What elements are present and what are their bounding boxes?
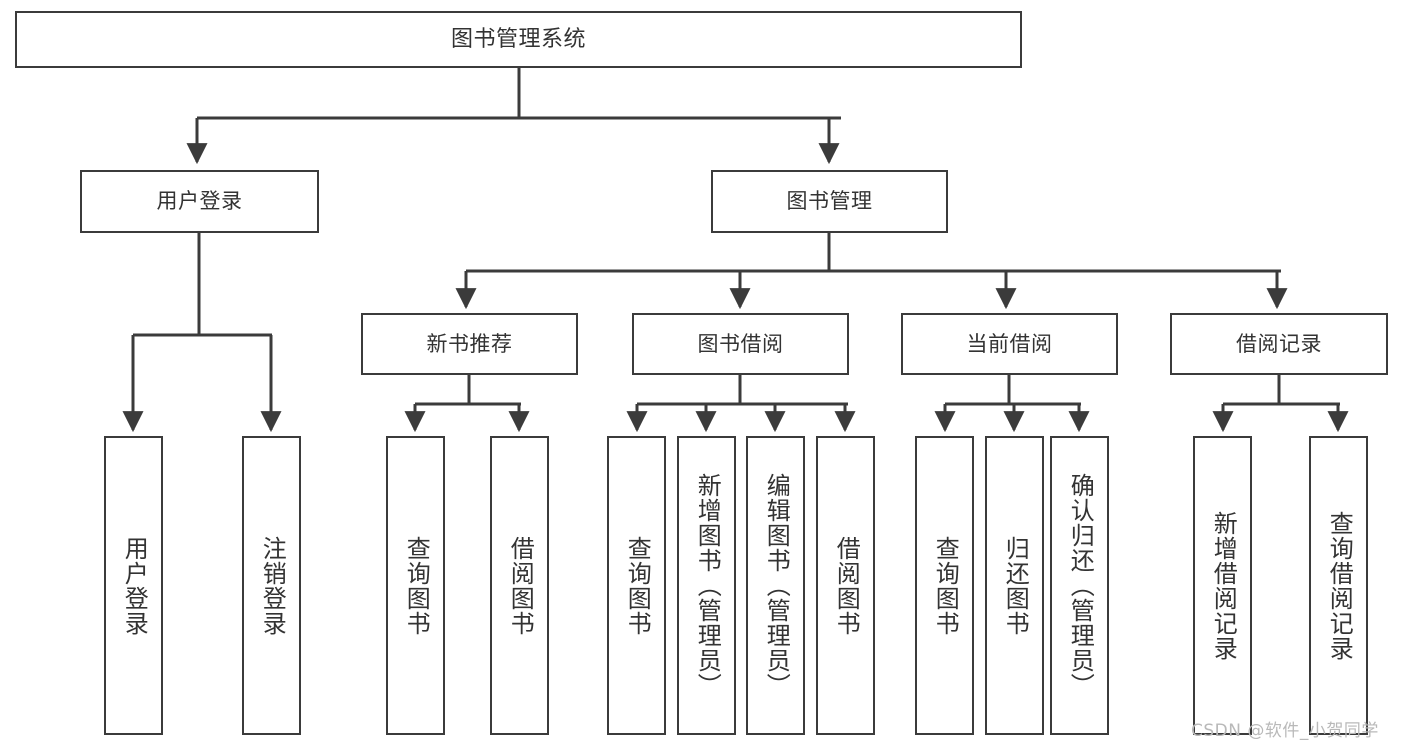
leaf-add-book-admin[interactable]: 新增图书（管理员） — [677, 436, 736, 735]
node-book-management[interactable]: 图书管理 — [711, 170, 948, 233]
node-label: 查询图书 — [931, 535, 960, 636]
node-label: 查询图书 — [623, 535, 652, 636]
node-label: 新书推荐 — [426, 331, 513, 356]
node-label: 借阅记录 — [1236, 331, 1322, 356]
node-label: 当前借阅 — [966, 331, 1053, 356]
leaf-query-book-borrow[interactable]: 查询图书 — [607, 436, 666, 735]
leaf-user-login[interactable]: 用户登录 — [104, 436, 163, 735]
node-current-borrow[interactable]: 当前借阅 — [901, 313, 1118, 375]
node-label: 用户登录 — [156, 189, 243, 214]
leaf-query-borrow-record[interactable]: 查询借阅记录 — [1309, 436, 1368, 735]
node-label: 归还图书 — [1001, 535, 1030, 636]
leaf-query-book-current[interactable]: 查询图书 — [915, 436, 974, 735]
node-label: 图书借阅 — [697, 331, 784, 356]
leaf-logout[interactable]: 注销登录 — [242, 436, 301, 735]
node-user-login[interactable]: 用户登录 — [80, 170, 319, 233]
leaf-borrow-book[interactable]: 借阅图书 — [816, 436, 875, 735]
leaf-return-book[interactable]: 归还图书 — [985, 436, 1044, 735]
leaf-borrow-book-recommendation[interactable]: 借阅图书 — [490, 436, 549, 735]
node-root-book-management-system[interactable]: 图书管理系统 — [15, 11, 1022, 68]
node-label: 编辑图书（管理员） — [762, 473, 791, 698]
watermark-csdn: CSDN @软件_小贺同学 — [1191, 721, 1379, 741]
leaf-query-book-recommendation[interactable]: 查询图书 — [386, 436, 445, 735]
node-label: 确认归还（管理员） — [1066, 473, 1095, 698]
node-label: 图书管理系统 — [450, 26, 586, 52]
node-label: 借阅图书 — [832, 535, 861, 636]
node-label: 用户登录 — [120, 535, 149, 636]
node-book-borrow[interactable]: 图书借阅 — [632, 313, 849, 375]
node-label: 新增图书（管理员） — [693, 473, 722, 698]
node-label: 查询借阅记录 — [1325, 510, 1354, 661]
node-new-book-recommendation[interactable]: 新书推荐 — [361, 313, 578, 375]
node-label: 注销登录 — [258, 535, 287, 636]
leaf-edit-book-admin[interactable]: 编辑图书（管理员） — [746, 436, 805, 735]
leaf-add-borrow-record[interactable]: 新增借阅记录 — [1193, 436, 1252, 735]
node-borrow-record[interactable]: 借阅记录 — [1170, 313, 1388, 375]
node-label: 新增借阅记录 — [1209, 510, 1238, 661]
leaf-confirm-return-admin[interactable]: 确认归还（管理员） — [1050, 436, 1109, 735]
node-label: 借阅图书 — [506, 535, 535, 636]
node-label: 查询图书 — [402, 535, 431, 636]
node-label: 图书管理 — [786, 189, 873, 214]
